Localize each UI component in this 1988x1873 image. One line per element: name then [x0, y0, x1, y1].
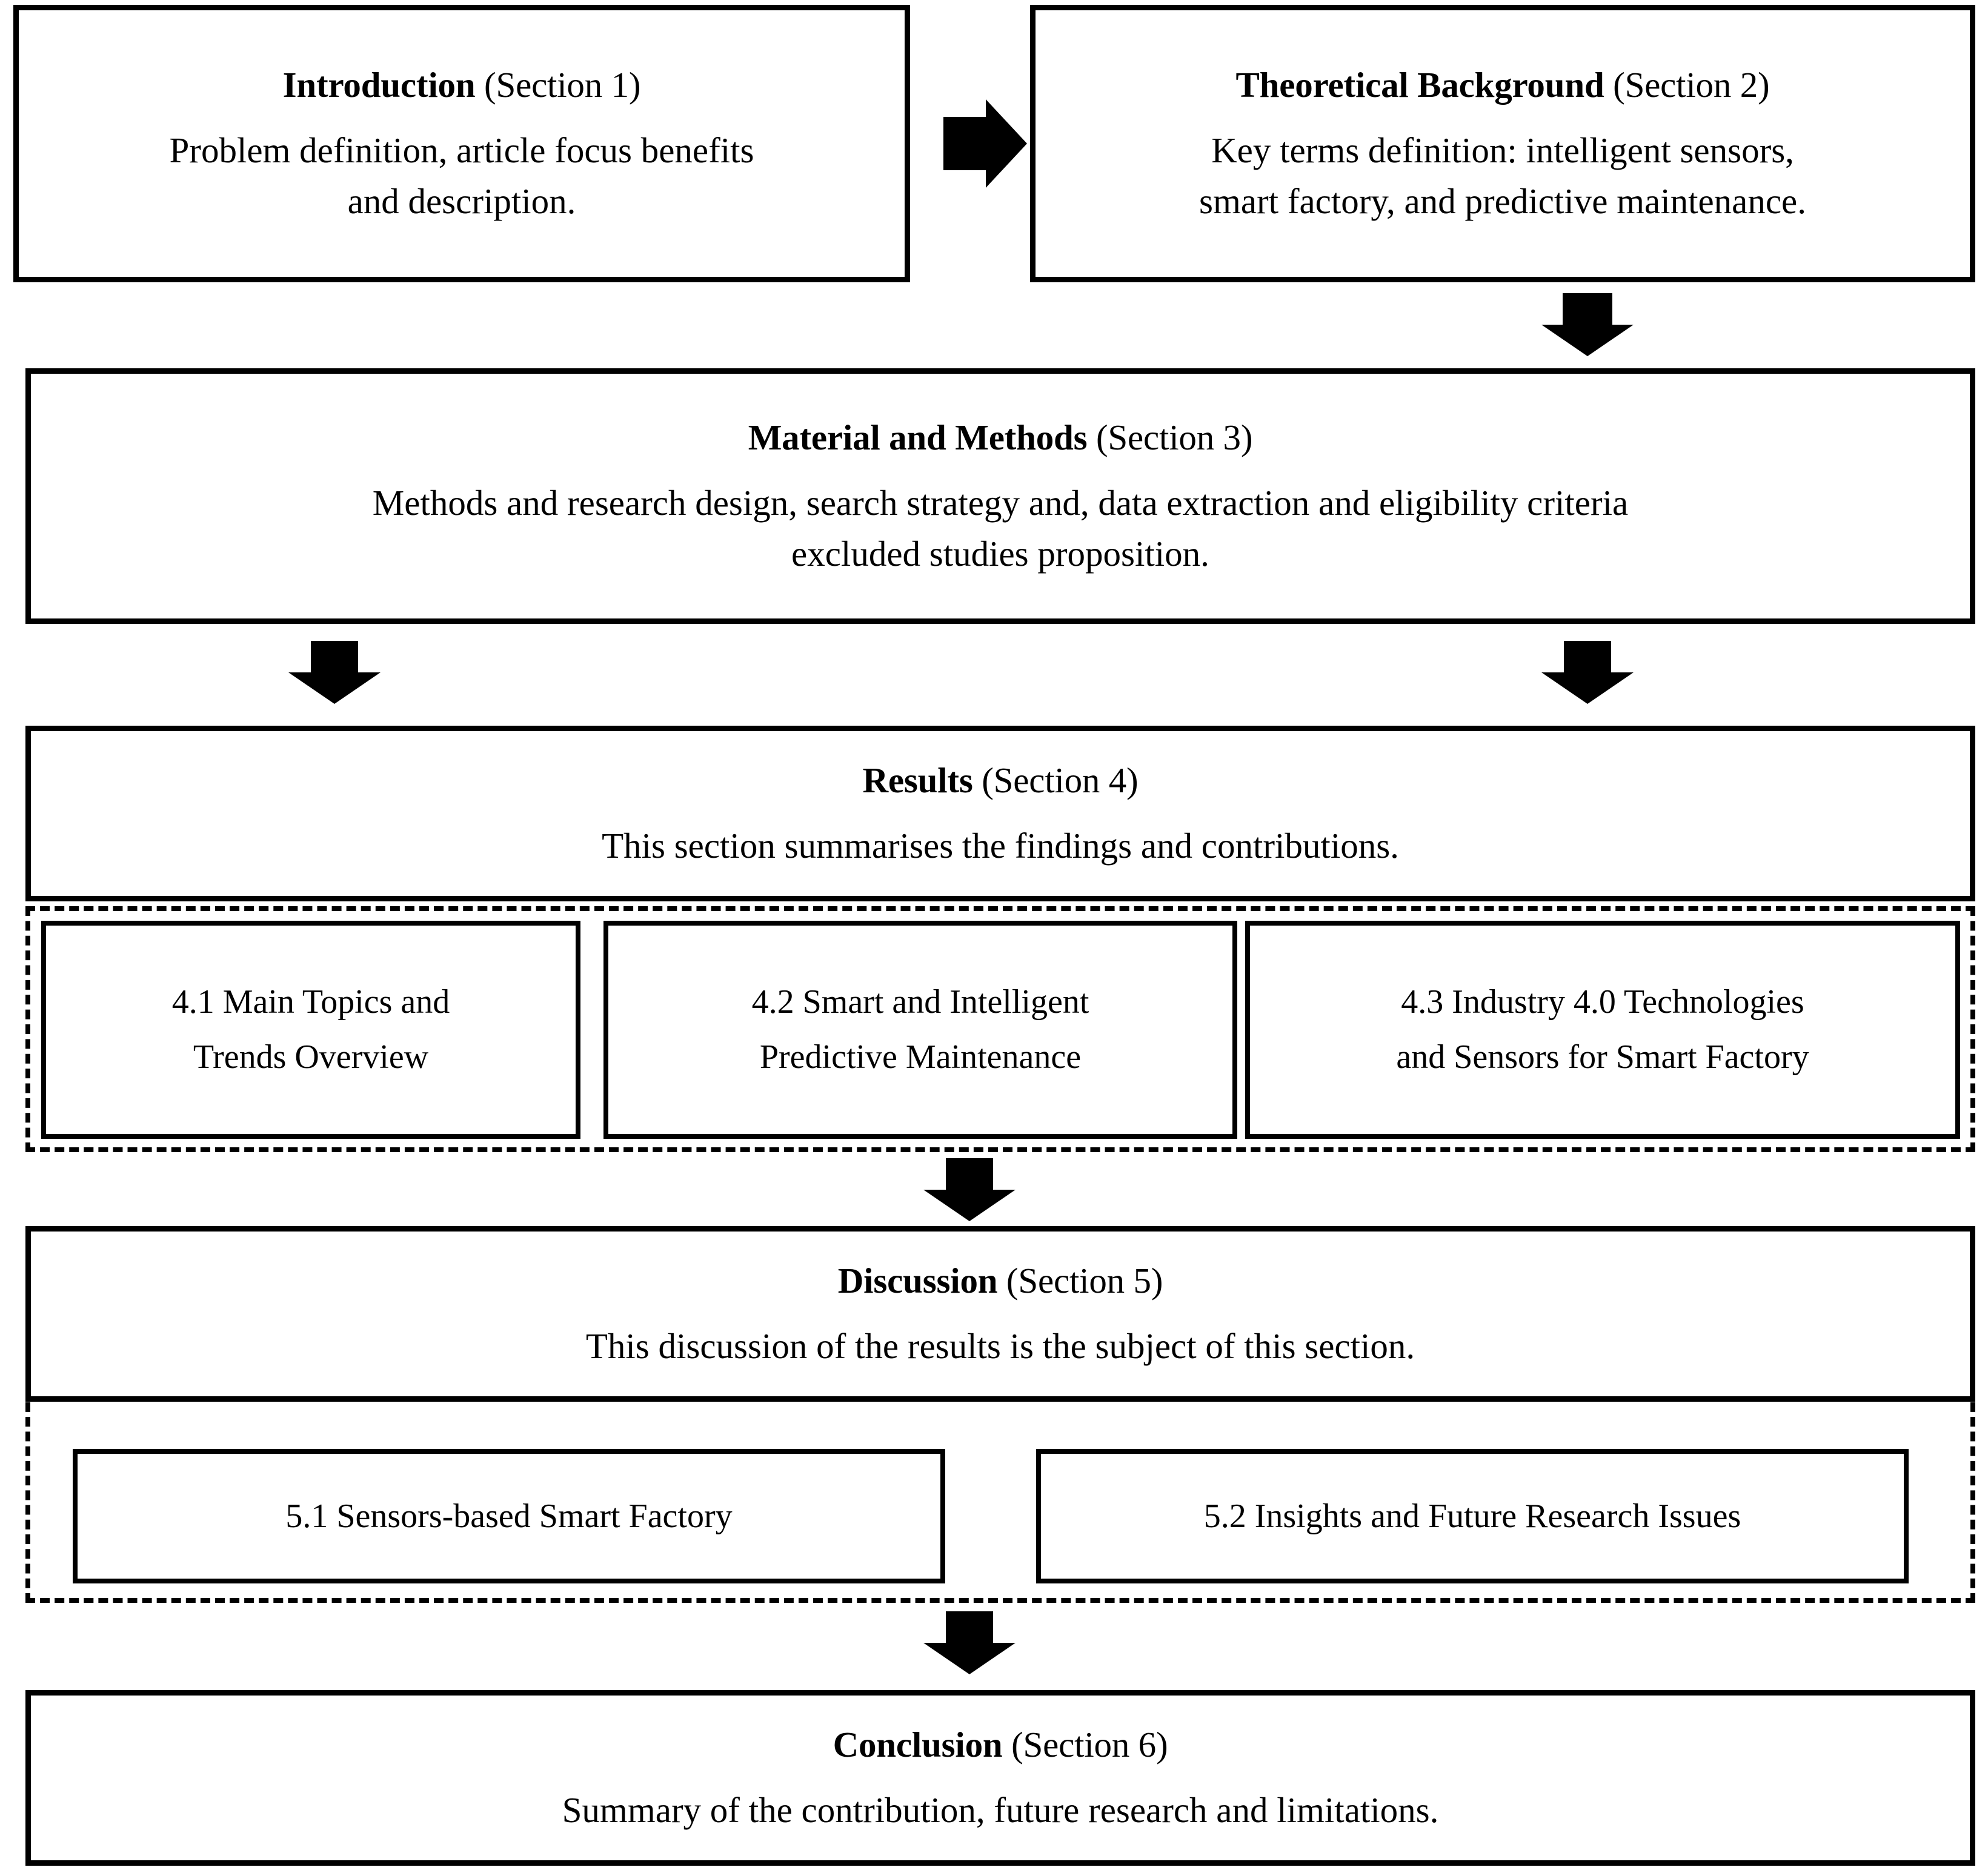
node-conclusion-body: Summary of the contribution, future rese… — [562, 1790, 1439, 1830]
arrow-shaft — [1563, 293, 1612, 331]
arrow-shaft — [943, 117, 993, 170]
node-material-and-methods[interactable]: Material and Methods (Section 3) Methods… — [25, 368, 1975, 624]
node-conclusion[interactable]: Conclusion (Section 6) Summary of the co… — [25, 1690, 1975, 1866]
subsection-line-2: and Sensors for Smart Factory — [1396, 1038, 1809, 1076]
arrow-shaft — [946, 1158, 993, 1196]
subsection-line-1: 4.2 Smart and Intelligent — [751, 983, 1089, 1021]
results-subsection-4-1[interactable]: 4.1 Main Topics and Trends Overview — [41, 921, 580, 1139]
node-results-body: This section summarises the findings and… — [602, 826, 1399, 866]
node-introduction[interactable]: Introduction (Section 1) Problem definit… — [13, 5, 910, 282]
arrow-head — [1541, 672, 1634, 704]
subsection-line-1: 5.2 Insights and Future Research Issues — [1203, 1497, 1741, 1535]
node-material-and-methods-body: Methods and research design, search stra… — [372, 483, 1629, 574]
node-conclusion-title: Conclusion (Section 6) — [833, 1725, 1168, 1765]
node-discussion-body: This discussion of the results is the su… — [585, 1326, 1415, 1366]
arrow-head — [288, 672, 381, 704]
subsection-line-2: Trends Overview — [193, 1038, 429, 1076]
subsection-line-1: 4.3 Industry 4.0 Technologies — [1401, 983, 1804, 1021]
node-theoretical-background-body: Key terms definition: intelligent sensor… — [1199, 130, 1806, 221]
node-results[interactable]: Results (Section 4) This section summari… — [25, 726, 1975, 901]
node-introduction-title: Introduction (Section 1) — [282, 65, 641, 105]
arrow-shaft — [311, 641, 358, 678]
subsection-line-2: Predictive Maintenance — [759, 1038, 1082, 1076]
node-material-and-methods-title: Material and Methods (Section 3) — [748, 417, 1253, 458]
discussion-subsection-5-1[interactable]: 5.1 Sensors-based Smart Factory — [73, 1449, 945, 1583]
results-subsection-4-3[interactable]: 4.3 Industry 4.0 Technologies and Sensor… — [1245, 921, 1960, 1139]
node-theoretical-background-title: Theoretical Background (Section 2) — [1235, 65, 1770, 105]
subsection-line-1: 4.1 Main Topics and — [171, 983, 450, 1021]
arrow-shaft — [1564, 641, 1611, 678]
subsection-line-1: 5.1 Sensors-based Smart Factory — [285, 1497, 733, 1535]
node-discussion-title: Discussion (Section 5) — [837, 1261, 1163, 1301]
arrow-head — [923, 1643, 1016, 1674]
arrow-head — [923, 1190, 1016, 1221]
results-subsection-4-2[interactable]: 4.2 Smart and Intelligent Predictive Mai… — [603, 921, 1237, 1139]
arrow-head — [986, 99, 1027, 188]
node-theoretical-background[interactable]: Theoretical Background (Section 2) Key t… — [1030, 5, 1975, 282]
node-results-title: Results (Section 4) — [862, 760, 1139, 801]
node-introduction-body: Problem definition, article focus benefi… — [169, 130, 754, 221]
arrow-head — [1541, 325, 1634, 356]
arrow-shaft — [946, 1611, 993, 1649]
discussion-subsection-5-2[interactable]: 5.2 Insights and Future Research Issues — [1036, 1449, 1909, 1583]
node-discussion[interactable]: Discussion (Section 5) This discussion o… — [25, 1226, 1975, 1402]
